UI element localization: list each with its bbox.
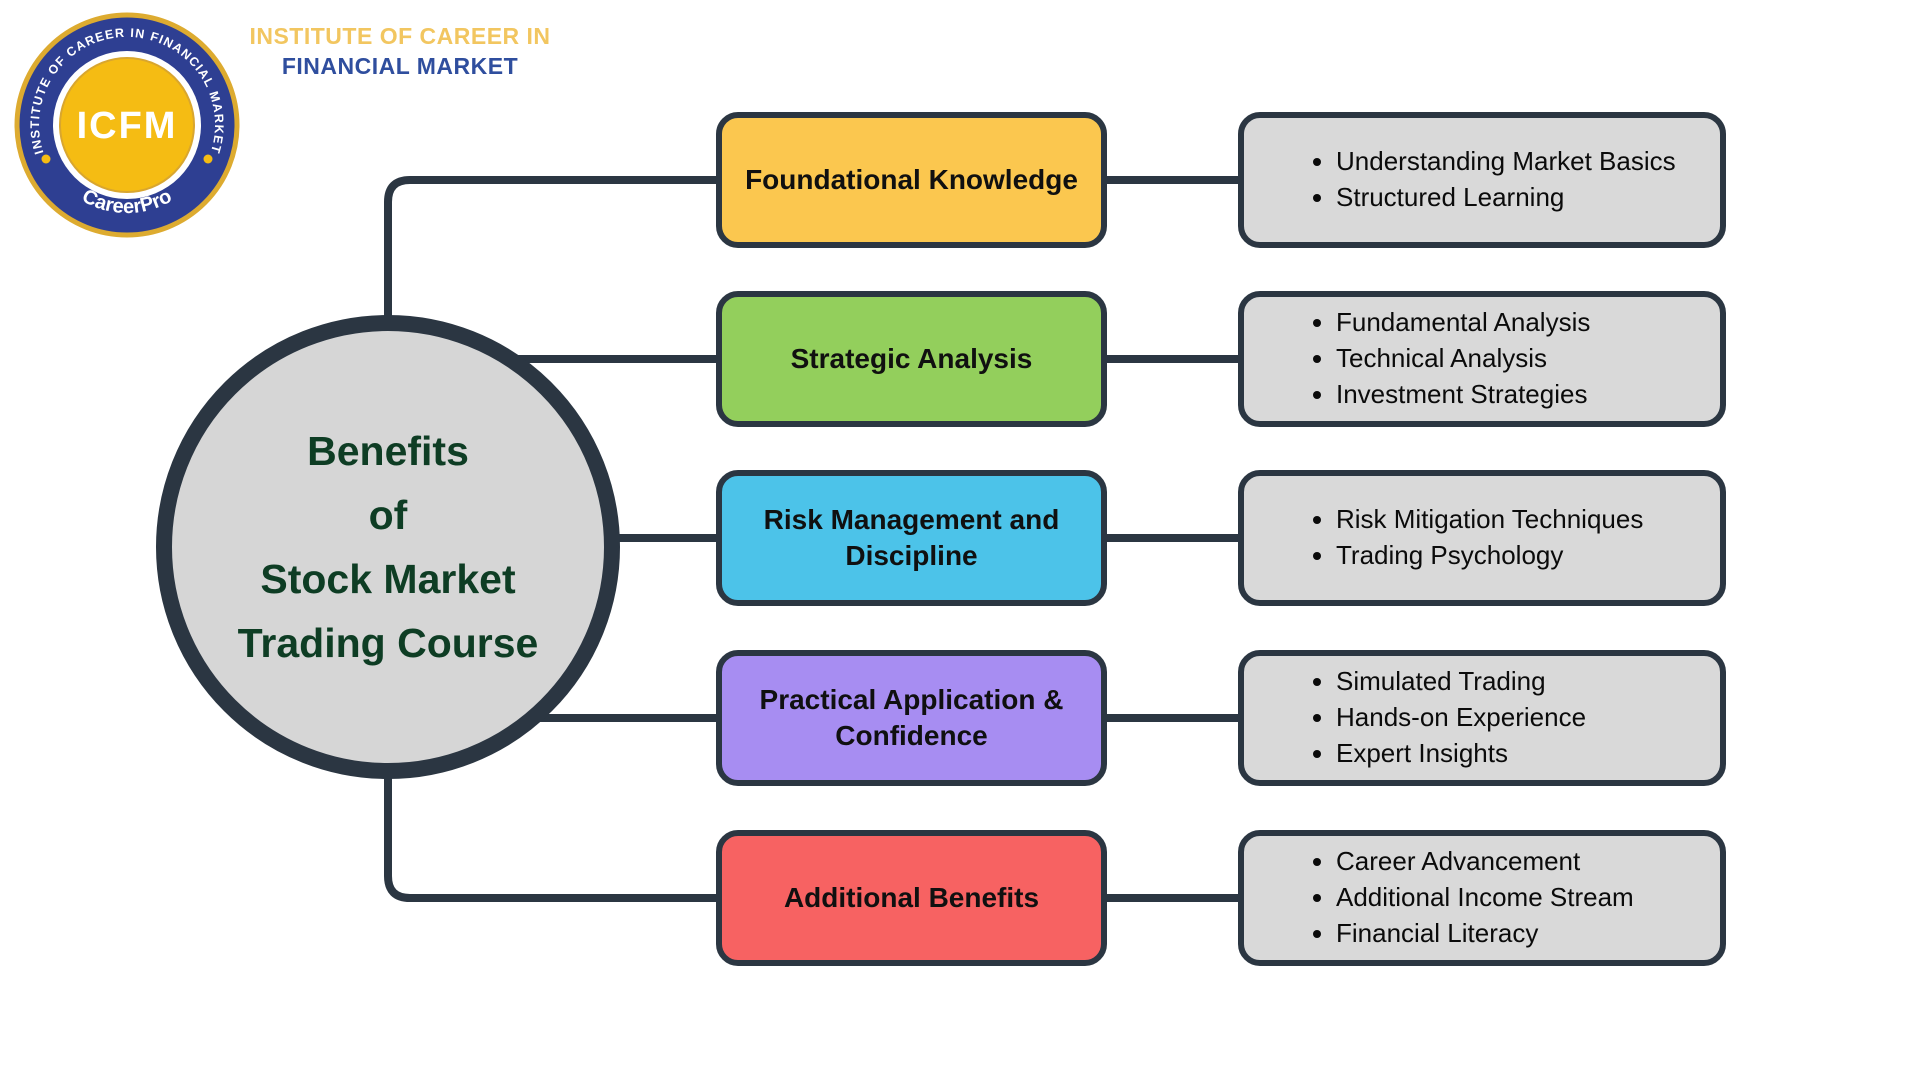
connector-branch-5 [384, 754, 716, 902]
central-topic-circle: Benefits of Stock Market Trading Course [156, 315, 620, 779]
bullet-item: Financial Literacy [1336, 917, 1634, 951]
bullet-list: Simulated Trading Hands-on Experience Ex… [1244, 663, 1586, 772]
bullet-item: Fundamental Analysis [1336, 306, 1590, 340]
central-topic-line: of [368, 492, 408, 538]
brand-name: INSTITUTE OF CAREER IN FINANCIAL MARKET [230, 22, 570, 82]
branch-label-practical-application: Practical Application & Confidence [716, 650, 1107, 786]
bullet-item: Structured Learning [1336, 181, 1676, 215]
bullet-item: Trading Psychology [1336, 539, 1643, 573]
connector-branch-1 [384, 176, 716, 340]
branch-label-additional-benefits: Additional Benefits [716, 830, 1107, 966]
branch-label-strategic-analysis: Strategic Analysis [716, 291, 1107, 427]
bullet-item: Simulated Trading [1336, 665, 1586, 699]
bullet-list: Career Advancement Additional Income Str… [1244, 843, 1634, 952]
branch-details-risk-management: Risk Mitigation Techniques Trading Psych… [1238, 470, 1726, 606]
branch-label-foundational-knowledge: Foundational Knowledge [716, 112, 1107, 248]
bullet-item: Hands-on Experience [1336, 701, 1586, 735]
bullet-item: Understanding Market Basics [1336, 145, 1676, 179]
bullet-list: Fundamental Analysis Technical Analysis … [1244, 304, 1590, 413]
branch-details-practical-application: Simulated Trading Hands-on Experience Ex… [1238, 650, 1726, 786]
bullet-item: Risk Mitigation Techniques [1336, 503, 1643, 537]
logo-dot-left [41, 154, 51, 164]
branch-details-additional-benefits: Career Advancement Additional Income Str… [1238, 830, 1726, 966]
central-topic-line: Trading Course [237, 620, 539, 666]
bullet-list: Risk Mitigation Techniques Trading Psych… [1244, 501, 1643, 575]
brand-name-line2: FINANCIAL MARKET [281, 52, 519, 79]
branch-label-risk-management: Risk Management and Discipline [716, 470, 1107, 606]
logo-dot-right [203, 154, 213, 164]
bullet-item: Career Advancement [1336, 845, 1634, 879]
central-topic-line: Stock Market [260, 556, 516, 602]
bullet-item: Investment Strategies [1336, 378, 1590, 412]
bullet-item: Expert Insights [1336, 737, 1586, 771]
bullet-item: Additional Income Stream [1336, 881, 1634, 915]
logo-center-text: ICFM [77, 105, 178, 147]
branch-details-strategic-analysis: Fundamental Analysis Technical Analysis … [1238, 291, 1726, 427]
logo-gold-disc [59, 57, 195, 193]
icfm-logo-badge: INSTITUTE OF CAREER IN FINANCIAL MARKET … [14, 12, 240, 238]
brand-name-line1: INSTITUTE OF CAREER IN [249, 23, 551, 49]
bullet-list: Understanding Market Basics Structured L… [1244, 143, 1676, 217]
branch-details-foundational-knowledge: Understanding Market Basics Structured L… [1238, 112, 1726, 248]
central-topic-line: Benefits [307, 428, 469, 474]
bullet-item: Technical Analysis [1336, 342, 1590, 376]
